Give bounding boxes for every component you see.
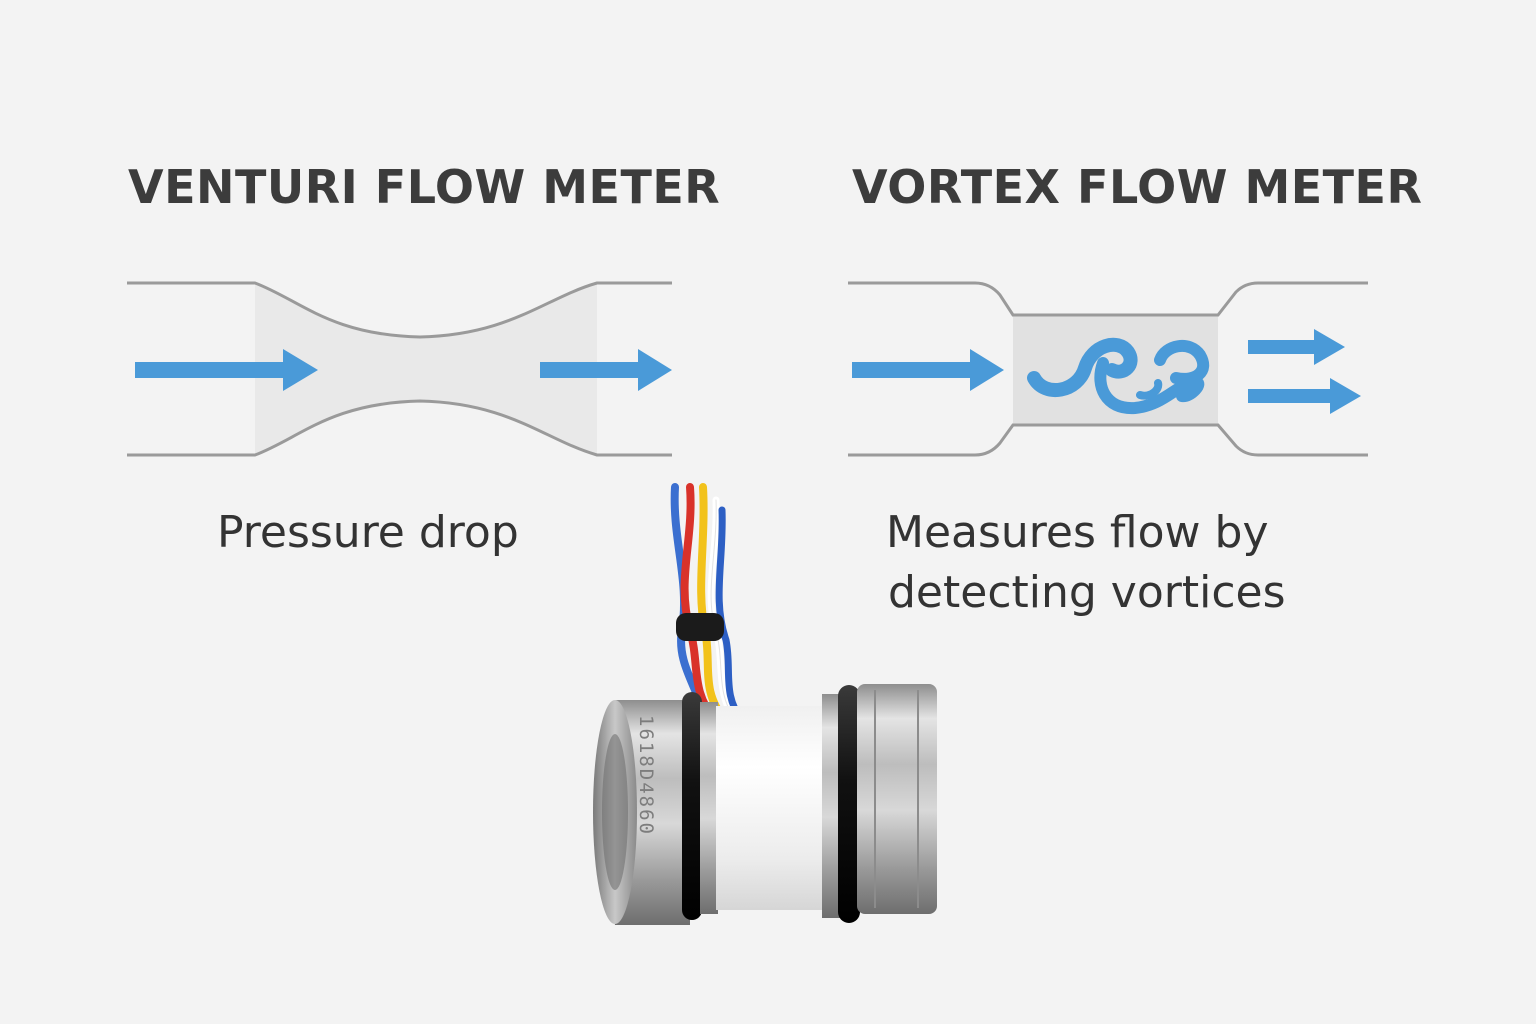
vortex-pipe-top-wall (848, 281, 1368, 317)
vortex-caption-line-1: Measures flow by (886, 507, 1269, 558)
venturi-throat-fill (255, 283, 597, 455)
vortex-diagram (848, 281, 1368, 457)
wire-tie-band (676, 613, 724, 641)
sensor-wires (670, 483, 746, 724)
vortex-swirl-2 (1094, 357, 1205, 415)
sensor-plastic-body (716, 706, 826, 910)
vortex-pipe-bottom-wall (848, 423, 1368, 457)
sensor-right-o-ring (838, 685, 860, 923)
venturi-inlet-arrow (135, 349, 318, 391)
venturi-diagram (127, 281, 672, 457)
vortex-swirl-3 (1154, 340, 1210, 385)
vortex-caption-line-2: detecting vortices (888, 567, 1286, 618)
venturi-pipe-top-wall (127, 281, 672, 339)
sensor-right-cap (857, 684, 937, 914)
vortex-outlet-arrow-lower (1248, 378, 1361, 414)
vortex-title: VORTEX FLOW METER (852, 160, 1423, 214)
vortex-inlet-arrow (852, 349, 1004, 391)
vortex-swirl-4 (1136, 379, 1163, 400)
sensor-engraving: 1618D4860 (635, 715, 657, 836)
vortex-swirl-1 (1027, 337, 1138, 398)
vortex-swirls (1027, 337, 1210, 415)
vortex-outlet-arrow-upper (1248, 329, 1345, 365)
venturi-outlet-arrow (540, 349, 672, 391)
venturi-pipe-bottom-wall (127, 399, 672, 457)
sensor-left-o-ring (682, 692, 702, 920)
pressure-sensor-illustration: 1618D4860 (593, 483, 937, 925)
vortex-caption: Measures flow by detecting vortices (886, 503, 1286, 623)
venturi-title: VENTURI FLOW METER (128, 160, 721, 214)
venturi-caption: Pressure drop (217, 507, 519, 558)
